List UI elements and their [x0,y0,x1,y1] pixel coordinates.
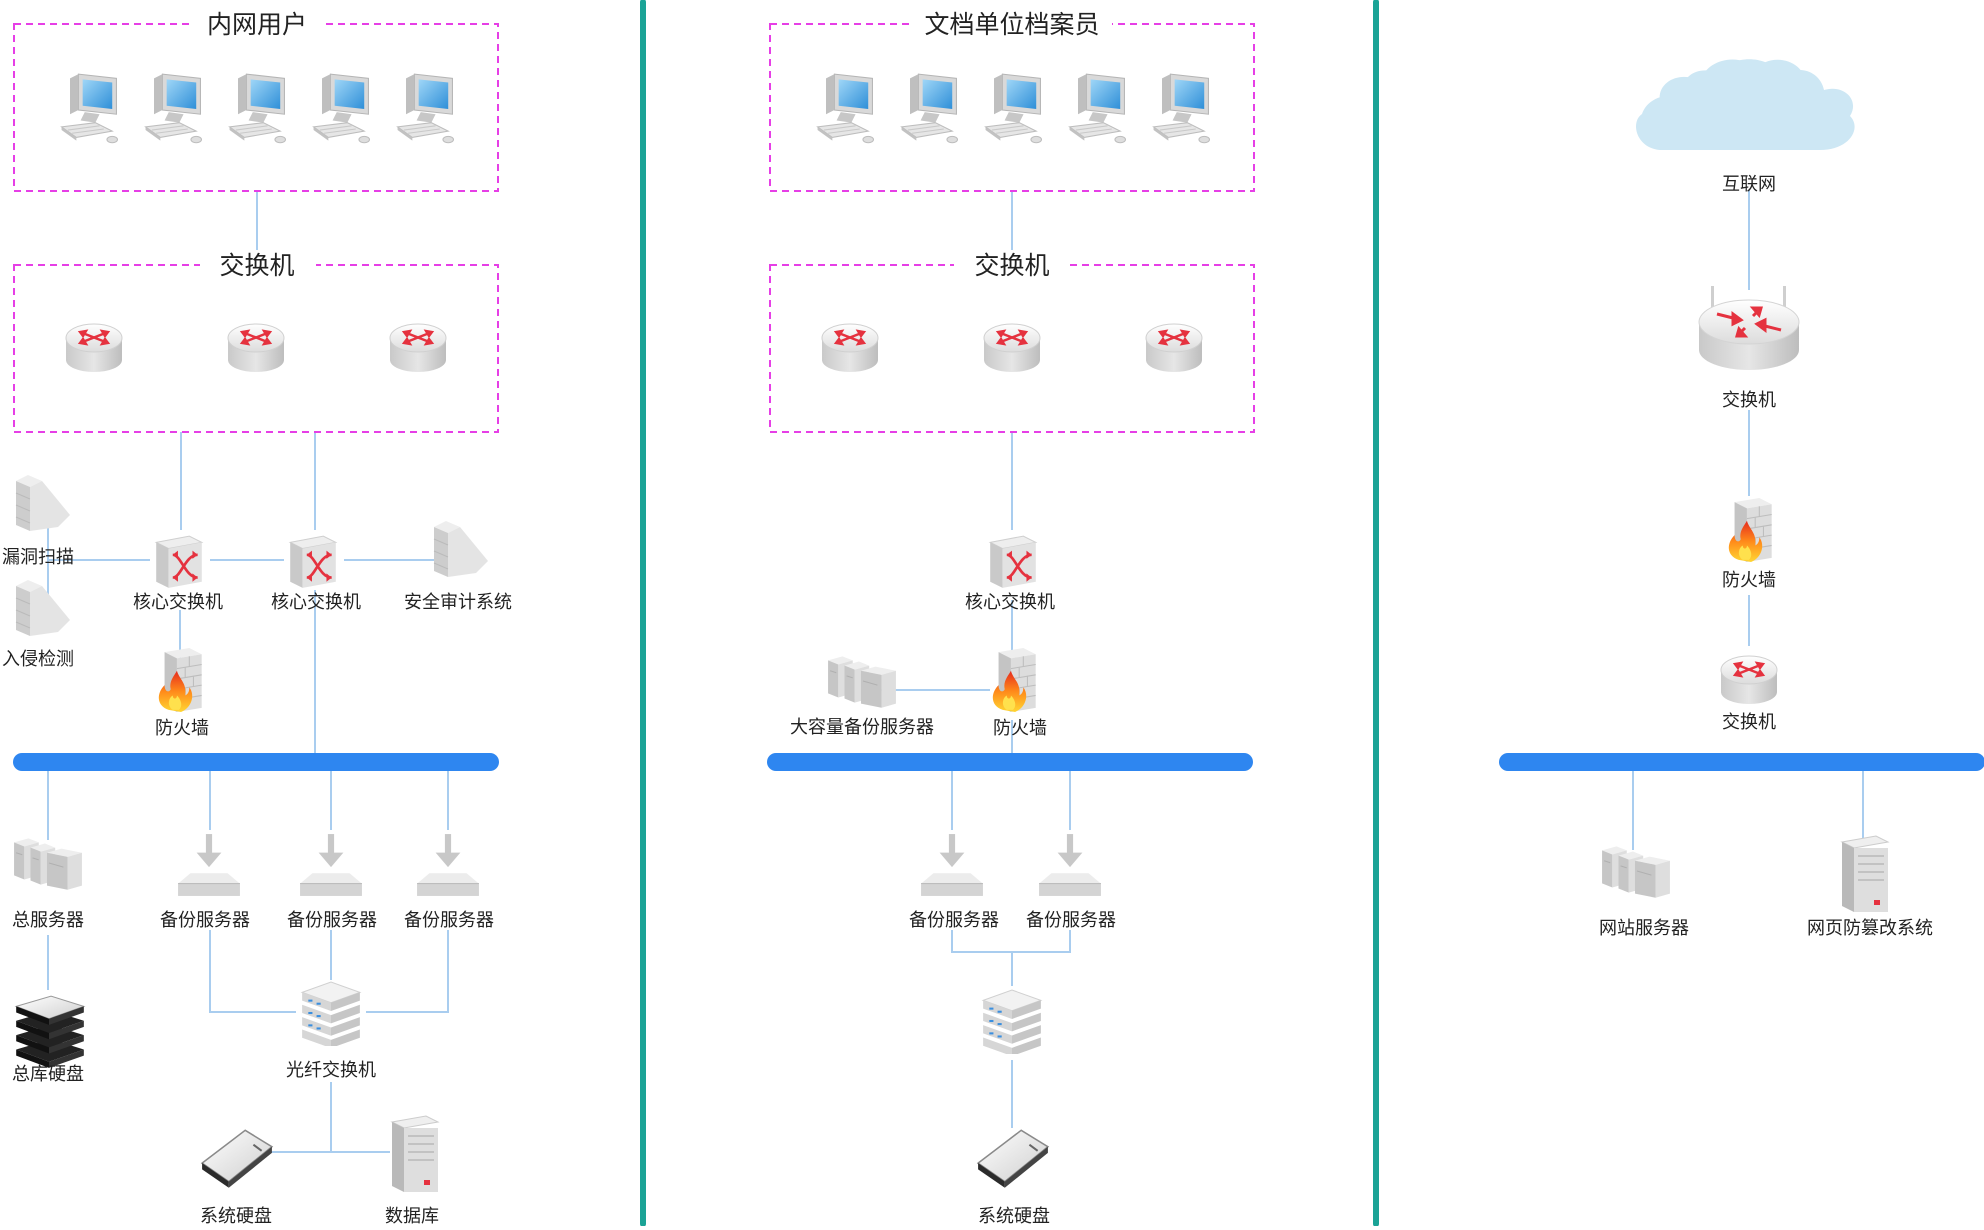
group-label-internal-users: 内网用户 [207,10,307,39]
large-backup-server-icon [827,655,897,709]
group-label-switches: 交换机 [219,251,294,280]
label-backup-server-1: 备份服务器 [160,910,250,931]
switch-icon [1719,654,1779,706]
label-intrusion-detect: 入侵检测 [2,649,74,670]
label-internet: 互联网 [1722,174,1776,195]
database-icon [391,1115,439,1193]
anti-tamper-server-icon [1841,835,1889,913]
group-label-switches: 交换机 [974,251,1049,280]
label-vuln-scan: 漏洞扫描 [2,547,74,568]
switch-icon [982,322,1042,374]
main-storage-icon [15,995,85,1069]
label-firewall: 防火墙 [1722,570,1776,591]
core-switch-icon [988,534,1038,590]
security-audit-icon [433,520,489,578]
web-server-icon [1601,845,1671,899]
label-backup-server-2: 备份服务器 [287,910,377,931]
label-main-storage: 总库硬盘 [12,1064,84,1085]
intrusion-detect-icon [15,579,71,637]
pc-icon [1069,73,1127,144]
right-links [1632,190,1864,850]
backup-server-icon [177,833,241,897]
switch-icon [64,322,124,374]
label-anti-tamper: 网页防篡改系统 [1807,917,1933,939]
pc-icon [1153,73,1211,144]
switch-icon [226,322,286,374]
label-system-disk: 系统硬盘 [978,1206,1050,1226]
backup-server-icon [1038,833,1102,897]
label-security-audit: 安全审计系统 [404,592,512,613]
group-label-archive-staff: 文档单位档案员 [924,10,1099,39]
label-core-switch-2: 核心交换机 [271,592,361,613]
label-web-server: 网站服务器 [1599,918,1689,939]
firewall-icon [158,648,203,713]
middle-section: 文档单位档案员 交换机 核心交换机 大容量备份服务器 防火墙 备份服务器 备份服… [767,10,1255,1227]
firewall-icon [992,648,1037,713]
pc-icon [313,73,371,144]
label-backup-server-2: 备份服务器 [1026,910,1116,931]
label-large-backup: 大容量备份服务器 [790,717,934,738]
core-switch-icon [154,534,204,590]
pc-icon [985,73,1043,144]
vuln-scan-icon [15,474,71,532]
cloud-icon [1636,59,1855,151]
label-firewall: 防火墙 [993,718,1047,739]
system-disk-icon [977,1129,1049,1189]
main-server-icon [13,837,83,891]
core-switch-icon [288,534,338,590]
label-core-switch: 核心交换机 [965,592,1055,613]
pc-icon [901,73,959,144]
label-core-switch-1: 核心交换机 [133,592,223,613]
pc-icon [145,73,203,144]
label-firewall: 防火墙 [155,718,209,739]
wireless-router-icon [1697,284,1801,372]
backup-server-icon [416,833,480,897]
system-disk-icon [201,1129,273,1189]
backup-server-icon [920,833,984,897]
label-database: 数据库 [385,1206,439,1226]
right-section: 互联网 交换机 防火墙 交换机 网站服务器 网页防篡改系统 [1499,59,1984,939]
backup-server-icon [299,833,363,897]
switch-icon [1144,322,1204,374]
pc-icon [229,73,287,144]
pc-icon [397,73,455,144]
switch-icon [388,322,448,374]
switch-icon [820,322,880,374]
label-backup-server-1: 备份服务器 [909,910,999,931]
label-switch-top: 交换机 [1722,390,1776,411]
label-switch-bottom: 交换机 [1722,712,1776,733]
firewall-icon [1728,498,1773,563]
label-fiber-switch: 光纤交换机 [286,1060,376,1081]
label-backup-server-3: 备份服务器 [404,910,494,931]
pc-icon [817,73,875,144]
label-main-server: 总服务器 [12,910,84,931]
left-section: 内网用户 交换机 漏洞扫描 入侵检测 核心交换机 核心交换机 安全审计系统 防火… [2,10,512,1227]
label-system-disk: 系统硬盘 [200,1206,272,1226]
pc-icon [61,73,119,144]
